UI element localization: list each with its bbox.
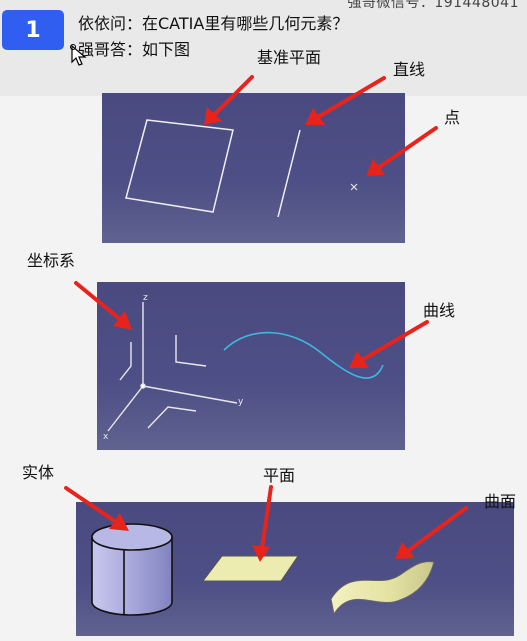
- watermark-text: 强哥微信号：191448041: [347, 0, 519, 11]
- header-band: [0, 0, 527, 96]
- answer-text: 强哥答：如下图: [78, 40, 191, 59]
- label-solid: 实体: [22, 463, 55, 482]
- panel-axis-curve: [97, 282, 405, 450]
- step-badge: 1: [2, 10, 64, 50]
- panel-solid-plane-surface: [76, 502, 514, 636]
- label-reference-plane: 基准平面: [257, 48, 322, 67]
- label-surface: 曲面: [484, 492, 517, 511]
- label-point: 点: [444, 108, 461, 127]
- mouse-cursor-icon: [70, 44, 87, 66]
- panel-plane-line-point: [102, 93, 405, 243]
- label-plane: 平面: [263, 466, 296, 485]
- label-axis-system: 坐标系: [27, 251, 76, 270]
- question-text: 依依问：在CATIA里有哪些几何元素？: [78, 14, 349, 33]
- label-line: 直线: [393, 60, 426, 79]
- label-curve: 曲线: [423, 301, 456, 320]
